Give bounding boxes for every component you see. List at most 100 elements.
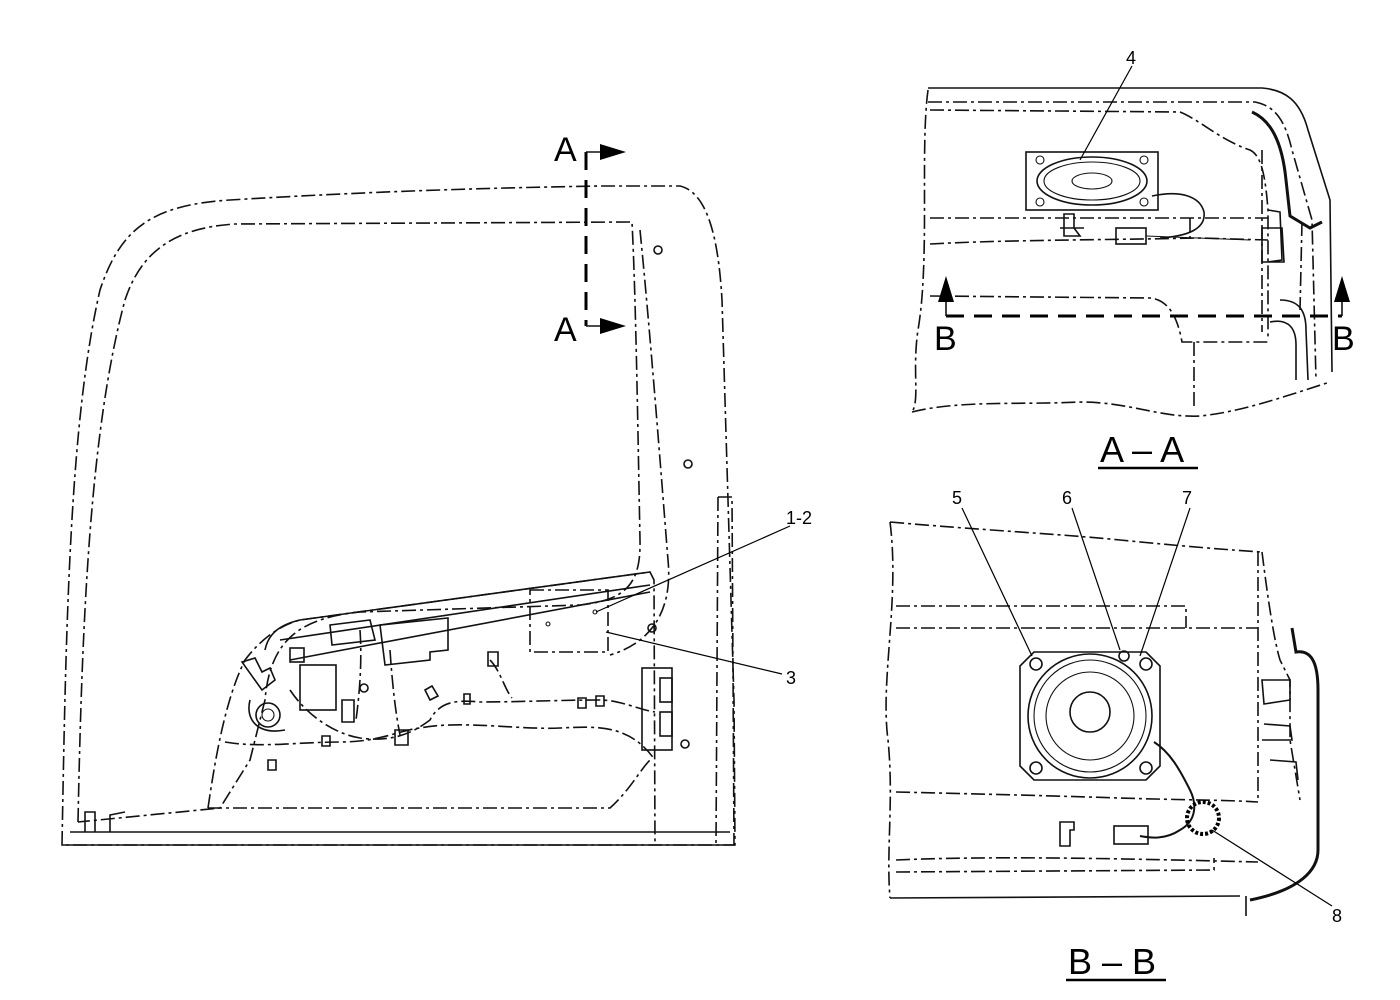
bb-grommet [1185, 800, 1221, 836]
bb-door-seal [1249, 627, 1320, 902]
bb-speaker-screw-tl [1029, 657, 1043, 671]
bottom-sill [62, 811, 735, 846]
aa-outer-roof [928, 87, 1333, 373]
aa-speaker-frame [1025, 151, 1159, 211]
door-pillar [715, 496, 735, 846]
switch-panel-top [329, 619, 376, 646]
frame-clip [359, 683, 369, 693]
connector-top [487, 651, 499, 667]
bb-speaker-screw-br [1139, 761, 1153, 775]
switch-panel [379, 617, 449, 666]
aa-speaker-screw [1035, 197, 1045, 207]
leader-line-5 [961, 507, 1033, 657]
left-speaker-housing [248, 699, 286, 732]
callout-3: 3 [786, 668, 796, 688]
bb-speaker-screw-bl [1029, 761, 1043, 775]
wire-harness [289, 689, 656, 740]
hinge-plate [641, 667, 673, 751]
leader-line-7 [1139, 507, 1191, 657]
aa-inner-panel [929, 109, 1269, 340]
callout-7: 7 [1182, 488, 1192, 508]
fuse-block [341, 699, 355, 723]
lower-cover [208, 759, 651, 809]
section-letter-b-right: B [1332, 320, 1355, 358]
section-letter-a-top: A [554, 131, 577, 169]
left-speaker-inner [261, 708, 275, 722]
lower-trim-panel [207, 571, 656, 846]
section-aa-view: B B 4 A – A [911, 48, 1355, 470]
section-bb-view: 5 6 7 8 B – B [885, 488, 1342, 982]
aa-harness [1145, 235, 1251, 241]
bb-speaker-wire [1139, 741, 1196, 839]
bb-left-edge [885, 521, 894, 899]
leader-line-6 [1071, 507, 1121, 651]
aa-speaker-cone-outer [1036, 156, 1148, 206]
bb-seal-detail [1261, 679, 1299, 781]
frame-clip [653, 245, 663, 255]
bb-speaker-screw-tr [1139, 657, 1153, 671]
callout-1-2: 1-2 [786, 508, 812, 528]
main-door-view: A A 1-2 3 [61, 131, 812, 846]
section-arrow-top-head [600, 144, 626, 160]
bb-pillar [1257, 551, 1301, 801]
left-speaker-grille [255, 702, 281, 728]
aa-clip [1060, 213, 1084, 237]
bb-clip [1059, 821, 1075, 847]
door-outer-frame [61, 185, 736, 846]
leader-line-4 [1079, 65, 1133, 161]
hinge-lower [659, 711, 673, 737]
section-letter-a-bottom: A [554, 311, 577, 349]
lower-trim-panel-inner [224, 724, 656, 761]
callout-5: 5 [952, 488, 962, 508]
bb-inner-lines [895, 605, 1259, 873]
bb-bottom-edge [889, 895, 1247, 916]
frame-clip [680, 739, 690, 749]
aa-roof-dashed [928, 101, 1317, 381]
bb-connector [1113, 825, 1149, 845]
hinge-upper [659, 677, 673, 703]
aa-connector [1115, 227, 1147, 245]
wire-harness-branch [355, 629, 513, 736]
wire-clip-chain [267, 684, 605, 771]
aa-speaker-cone-mid [1043, 161, 1141, 201]
aa-speaker-screw [1035, 155, 1045, 165]
section-bb-title: B – B [1068, 941, 1156, 982]
section-arrow-bottom-head [600, 318, 626, 334]
section-aa-title: A – A [1100, 429, 1184, 470]
callout-6: 6 [1062, 488, 1072, 508]
console-top [264, 571, 651, 661]
callout-8: 8 [1332, 906, 1342, 926]
section-arrow-b-right-head [1334, 276, 1350, 302]
bolt-connector [240, 657, 276, 692]
aa-door-seal [1251, 110, 1323, 230]
module-screw-2 [545, 621, 551, 627]
bb-speaker-frame [1019, 651, 1161, 781]
aa-speaker-screw [1139, 197, 1149, 207]
aa-speaker-wire [1151, 192, 1205, 239]
bb-speaker-screw-t2 [1118, 650, 1130, 662]
aa-seal-lower [1261, 209, 1309, 381]
window-inner-line [609, 229, 670, 656]
bb-top-edge [889, 521, 1263, 553]
bb-speaker-cone-inner [1045, 671, 1135, 761]
aa-pillar-lines [1261, 150, 1303, 332]
section-letter-b-left: B [934, 320, 957, 358]
callout-4: 4 [1126, 48, 1136, 68]
leader-line-8 [1211, 829, 1333, 907]
aa-inner-lines [929, 217, 1269, 343]
aa-bottom-edge [911, 381, 1331, 417]
leader-line-3 [605, 631, 783, 675]
relay-connector [289, 647, 305, 663]
aa-speaker-screw [1139, 155, 1149, 165]
aa-left-edge [911, 89, 929, 413]
relay-box [299, 664, 337, 711]
bb-speaker-dust-cap [1069, 691, 1111, 733]
frame-clip [683, 459, 693, 469]
aa-speaker-center [1071, 172, 1113, 190]
bb-speaker-cone-outer [1027, 653, 1153, 779]
bb-speaker-cone-mid [1033, 659, 1147, 773]
control-module [529, 589, 609, 653]
aa-vertical-dash [1189, 218, 1195, 408]
section-arrow-b-left-head [938, 276, 954, 302]
